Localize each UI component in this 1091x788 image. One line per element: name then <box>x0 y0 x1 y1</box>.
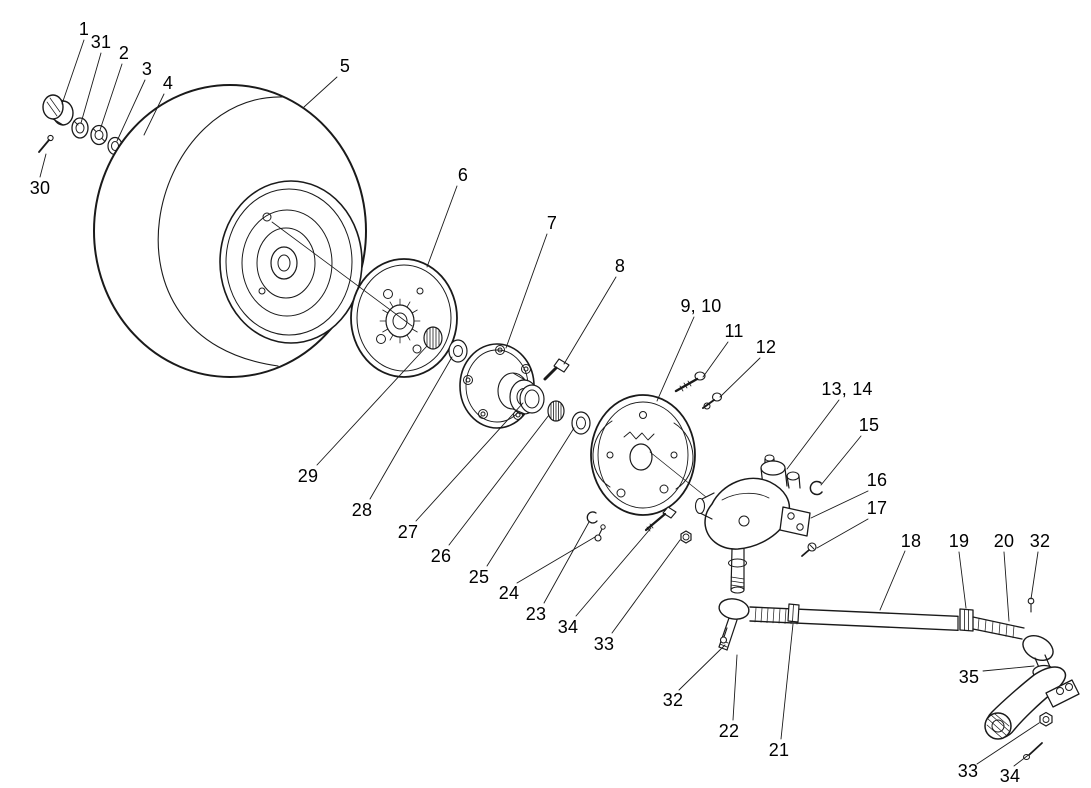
tire-and-rim <box>93 84 367 378</box>
callout-22: 22 <box>718 721 740 741</box>
spindle-pin <box>586 511 598 524</box>
brake-bracket <box>779 506 811 537</box>
steering-arm <box>984 664 1080 740</box>
callout-32-left: 32 <box>662 690 684 710</box>
spindle-grease-fitting <box>594 524 606 542</box>
outer-wheel-bearing <box>423 326 443 350</box>
hub-bolt <box>543 358 570 381</box>
callout-9-10: 9, 10 <box>680 296 722 316</box>
callout-12: 12 <box>755 337 777 357</box>
dust-cap <box>42 94 74 126</box>
callout-5: 5 <box>339 56 351 76</box>
brake-backing-plate <box>590 394 696 516</box>
jam-nut <box>959 608 974 632</box>
callout-34-mid: 34 <box>557 617 579 637</box>
drum-spline-ticks <box>379 298 421 344</box>
callout-23: 23 <box>525 604 547 624</box>
callout-13-14: 13, 14 <box>821 379 873 399</box>
cotter-pin <box>38 134 54 153</box>
axis-line-wheel <box>271 221 413 327</box>
callout-8: 8 <box>614 256 626 276</box>
callout-32-top: 32 <box>1029 531 1051 551</box>
grease-fitting-right <box>1027 597 1035 613</box>
callout-33-bottom: 33 <box>957 761 979 781</box>
callout-3: 3 <box>141 59 153 79</box>
callout-34-bottom: 34 <box>999 766 1021 786</box>
callout-2: 2 <box>118 43 130 63</box>
tie-rod-end-right-shank <box>972 616 1025 640</box>
hub-studs <box>463 345 531 420</box>
callout-16: 16 <box>866 470 888 490</box>
callout-30: 30 <box>29 178 51 198</box>
steering-spindle <box>694 454 801 594</box>
castle-nut <box>90 124 108 146</box>
callout-29: 29 <box>297 466 319 486</box>
bracket-screw <box>801 542 817 557</box>
spacer-washer <box>448 339 468 363</box>
callout-35: 35 <box>958 667 980 687</box>
spindle-nut <box>680 530 692 544</box>
callout-15: 15 <box>858 415 880 435</box>
mounting-screw-a <box>674 371 706 393</box>
arm-nut <box>1039 711 1053 727</box>
tie-rod-end-right <box>1022 635 1054 671</box>
inner-wheel-bearing <box>547 400 565 422</box>
callout-4: 4 <box>162 73 174 93</box>
rod-spacer <box>787 603 800 623</box>
grease-seal <box>519 384 545 414</box>
spindle-bolt <box>644 506 677 532</box>
callout-21: 21 <box>768 740 790 760</box>
callout-28: 28 <box>351 500 373 520</box>
axis-line-spindle <box>649 451 707 498</box>
callout-1: 1 <box>78 19 90 39</box>
callout-11: 11 <box>724 321 744 341</box>
mounting-screw-b <box>702 392 723 410</box>
thrust-washer <box>571 411 591 435</box>
tie-rod-tube <box>749 606 959 631</box>
callout-19: 19 <box>948 531 970 551</box>
callout-33-mid: 33 <box>593 634 615 654</box>
callout-26: 26 <box>430 546 452 566</box>
lock-washer <box>71 117 89 139</box>
callout-27: 27 <box>397 522 419 542</box>
callout-6: 6 <box>457 165 469 185</box>
callout-24: 24 <box>498 583 520 603</box>
brake-drum <box>350 258 458 378</box>
grease-fitting-left <box>719 627 728 644</box>
ball-hatch <box>986 713 1010 739</box>
callout-18: 18 <box>900 531 922 551</box>
callout-17: 17 <box>866 498 888 518</box>
callout-31: 31 <box>90 32 112 52</box>
leader-lines <box>39 39 1040 767</box>
tie-rod-end-left <box>718 598 750 651</box>
callout-20: 20 <box>993 531 1015 551</box>
callout-7: 7 <box>546 213 558 233</box>
callout-25: 25 <box>468 567 490 587</box>
shank-threads <box>977 617 1015 639</box>
retaining-clip <box>809 480 823 496</box>
